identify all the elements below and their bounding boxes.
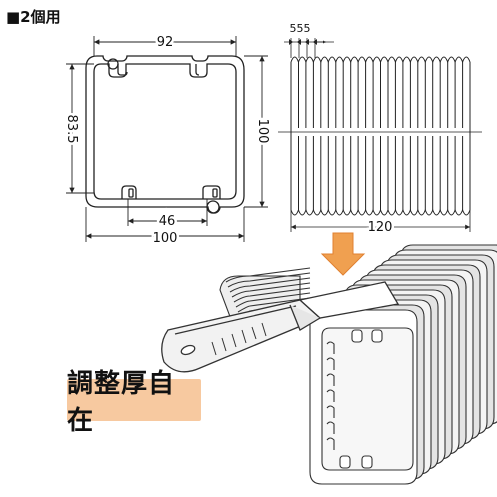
duct-stack-edge [235,292,311,308]
duct-stack-edge [231,282,311,298]
dim-pitch-label: 555 [290,22,311,35]
callout-badge: 調整厚自在 [67,369,201,436]
cutter-knife [161,281,400,373]
inner-rib [326,421,335,434]
dim-bottom-label: 100 [153,231,178,246]
duct-slot [339,455,351,469]
duct-slot [361,455,373,469]
inner-rib [326,373,335,386]
dim-side-bottom-label: 120 [368,220,393,235]
inner-rib [326,357,335,370]
duct-opening [321,327,414,471]
dim-left-label: 83.5 [64,115,79,144]
duct-illustration [219,244,497,485]
duct-stack-edge [227,272,311,288]
inner-rib [326,389,335,402]
inner-rib [326,341,335,354]
down-arrow [320,232,366,276]
inner-rib [326,405,335,418]
duct-slot [371,329,383,343]
front-view [85,55,245,214]
page-title: ■2個用 [6,8,61,26]
duct-stack-edge [233,287,311,303]
duct-stack-edge [225,267,311,283]
front-dimension-lines [66,36,268,242]
dim-inner-bottom-label: 46 [159,214,176,229]
dim-right-label: 100 [255,119,270,144]
duct-stack-edge [229,277,311,293]
side-view [278,56,482,216]
duct-slot [351,329,363,343]
duct-stack-edge [237,297,311,313]
dim-top-label: 92 [157,35,174,50]
inner-rib [326,437,335,450]
side-dimension-lines [284,38,471,232]
